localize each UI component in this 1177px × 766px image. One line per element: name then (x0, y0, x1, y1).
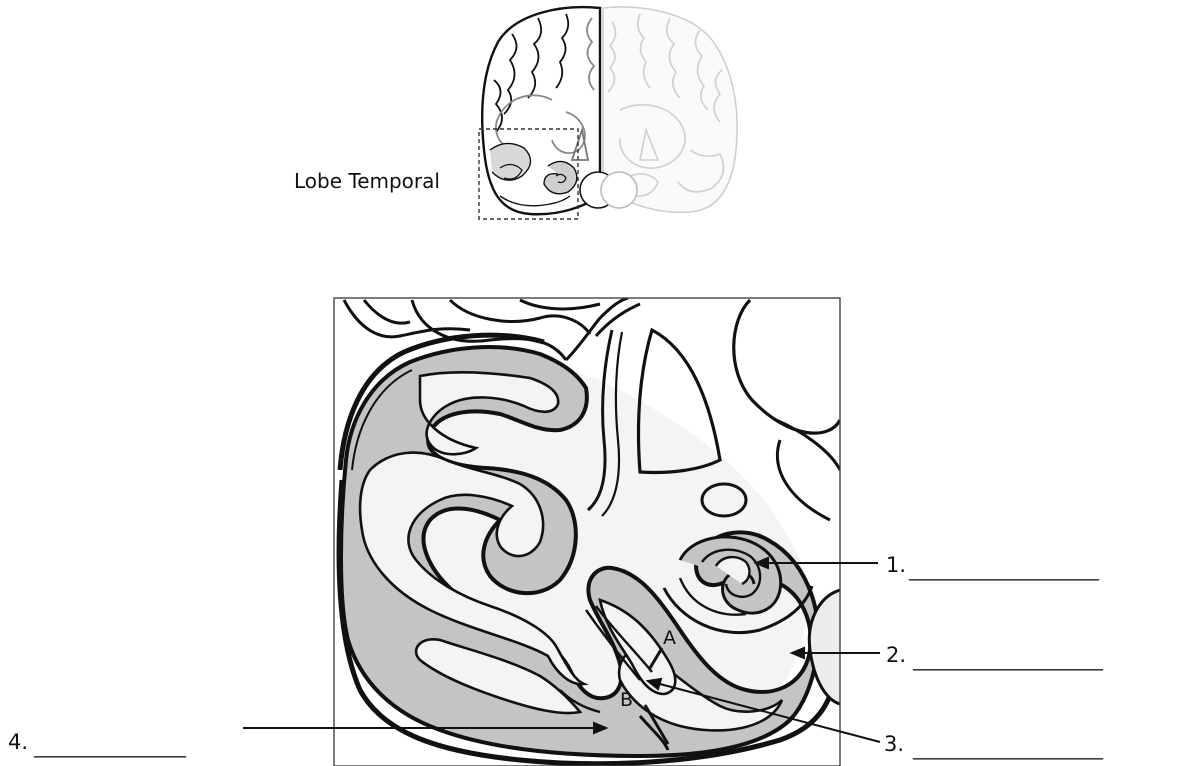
answer-3-blank: ____________________ (912, 738, 1104, 760)
answer-1-number: 1. (886, 553, 906, 577)
coronal-brain-thumbnail: Lobe Temporal (294, 7, 737, 219)
answer-4-blank: ________________ (33, 736, 187, 758)
brainstem-outline-faded (601, 172, 637, 208)
answer-1-blank: ____________________ (908, 559, 1100, 581)
label-b: B (620, 689, 633, 711)
label-a: A (663, 627, 676, 649)
answer-2-number: 2. (886, 643, 906, 667)
answer-3-number: 3. (884, 732, 904, 756)
answer-2-blank: ____________________ (912, 649, 1104, 671)
enlarged-temporal-lobe: A B (334, 298, 840, 766)
thumbnail-caption: Lobe Temporal (294, 169, 440, 193)
answer-4-number: 4. (8, 730, 28, 754)
